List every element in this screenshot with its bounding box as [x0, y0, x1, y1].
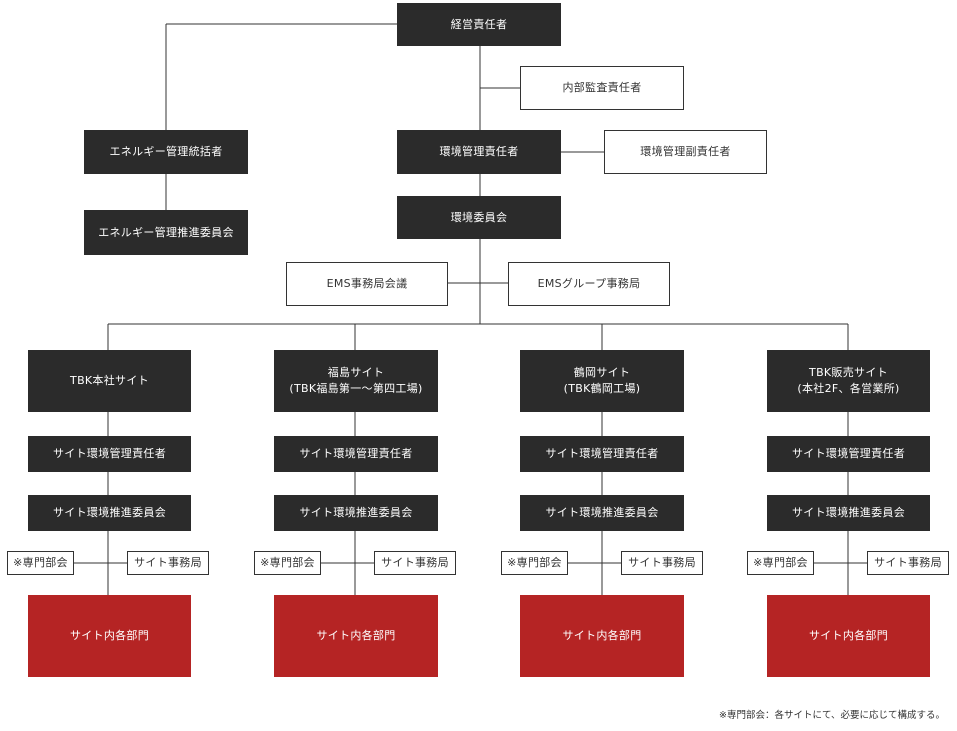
- env-committee-box: 環境委員会: [397, 196, 561, 239]
- ems-meeting-box: EMS事務局会議: [286, 262, 448, 306]
- site-manager-box: サイト環境管理責任者: [28, 436, 191, 472]
- special-committee-box: ※専門部会: [747, 551, 814, 575]
- site-committee-box: サイト環境推進委員会: [520, 495, 684, 531]
- env-manager-box: 環境管理責任者: [397, 130, 561, 174]
- site-manager-box: サイト環境管理責任者: [520, 436, 684, 472]
- site-manager-box: サイト環境管理責任者: [274, 436, 438, 472]
- ems-group-box: EMSグループ事務局: [508, 262, 670, 306]
- site-committee-box: サイト環境推進委員会: [28, 495, 191, 531]
- site-departments-box: サイト内各部門: [274, 595, 438, 677]
- site-committee-box: サイト環境推進委員会: [767, 495, 930, 531]
- special-committee-box: ※専門部会: [254, 551, 321, 575]
- ceo-box: 経営責任者: [397, 3, 561, 46]
- site-office-box: サイト事務局: [621, 551, 703, 575]
- footnote: ※専門部会：各サイトにて、必要に応じて構成する。: [719, 710, 945, 721]
- site-manager-box: サイト環境管理責任者: [767, 436, 930, 472]
- special-committee-box: ※専門部会: [7, 551, 74, 575]
- site-title-box: 鶴岡サイト (TBK鶴岡工場): [520, 350, 684, 412]
- site-title-box: TBK本社サイト: [28, 350, 191, 412]
- site-office-box: サイト事務局: [374, 551, 456, 575]
- site-title-box: 福島サイト (TBK福島第一～第四工場): [274, 350, 438, 412]
- site-committee-box: サイト環境推進委員会: [274, 495, 438, 531]
- internal-audit-box: 内部監査責任者: [520, 66, 684, 110]
- site-departments-box: サイト内各部門: [520, 595, 684, 677]
- special-committee-box: ※専門部会: [501, 551, 568, 575]
- site-departments-box: サイト内各部門: [28, 595, 191, 677]
- site-office-box: サイト事務局: [127, 551, 209, 575]
- site-title-box: TBK販売サイト (本社2F、各営業所): [767, 350, 930, 412]
- site-office-box: サイト事務局: [867, 551, 949, 575]
- env-deputy-box: 環境管理副責任者: [604, 130, 767, 174]
- energy-manager-box: エネルギー管理統括者: [84, 130, 248, 174]
- site-departments-box: サイト内各部門: [767, 595, 930, 677]
- energy-committee-box: エネルギー管理推進委員会: [84, 210, 248, 255]
